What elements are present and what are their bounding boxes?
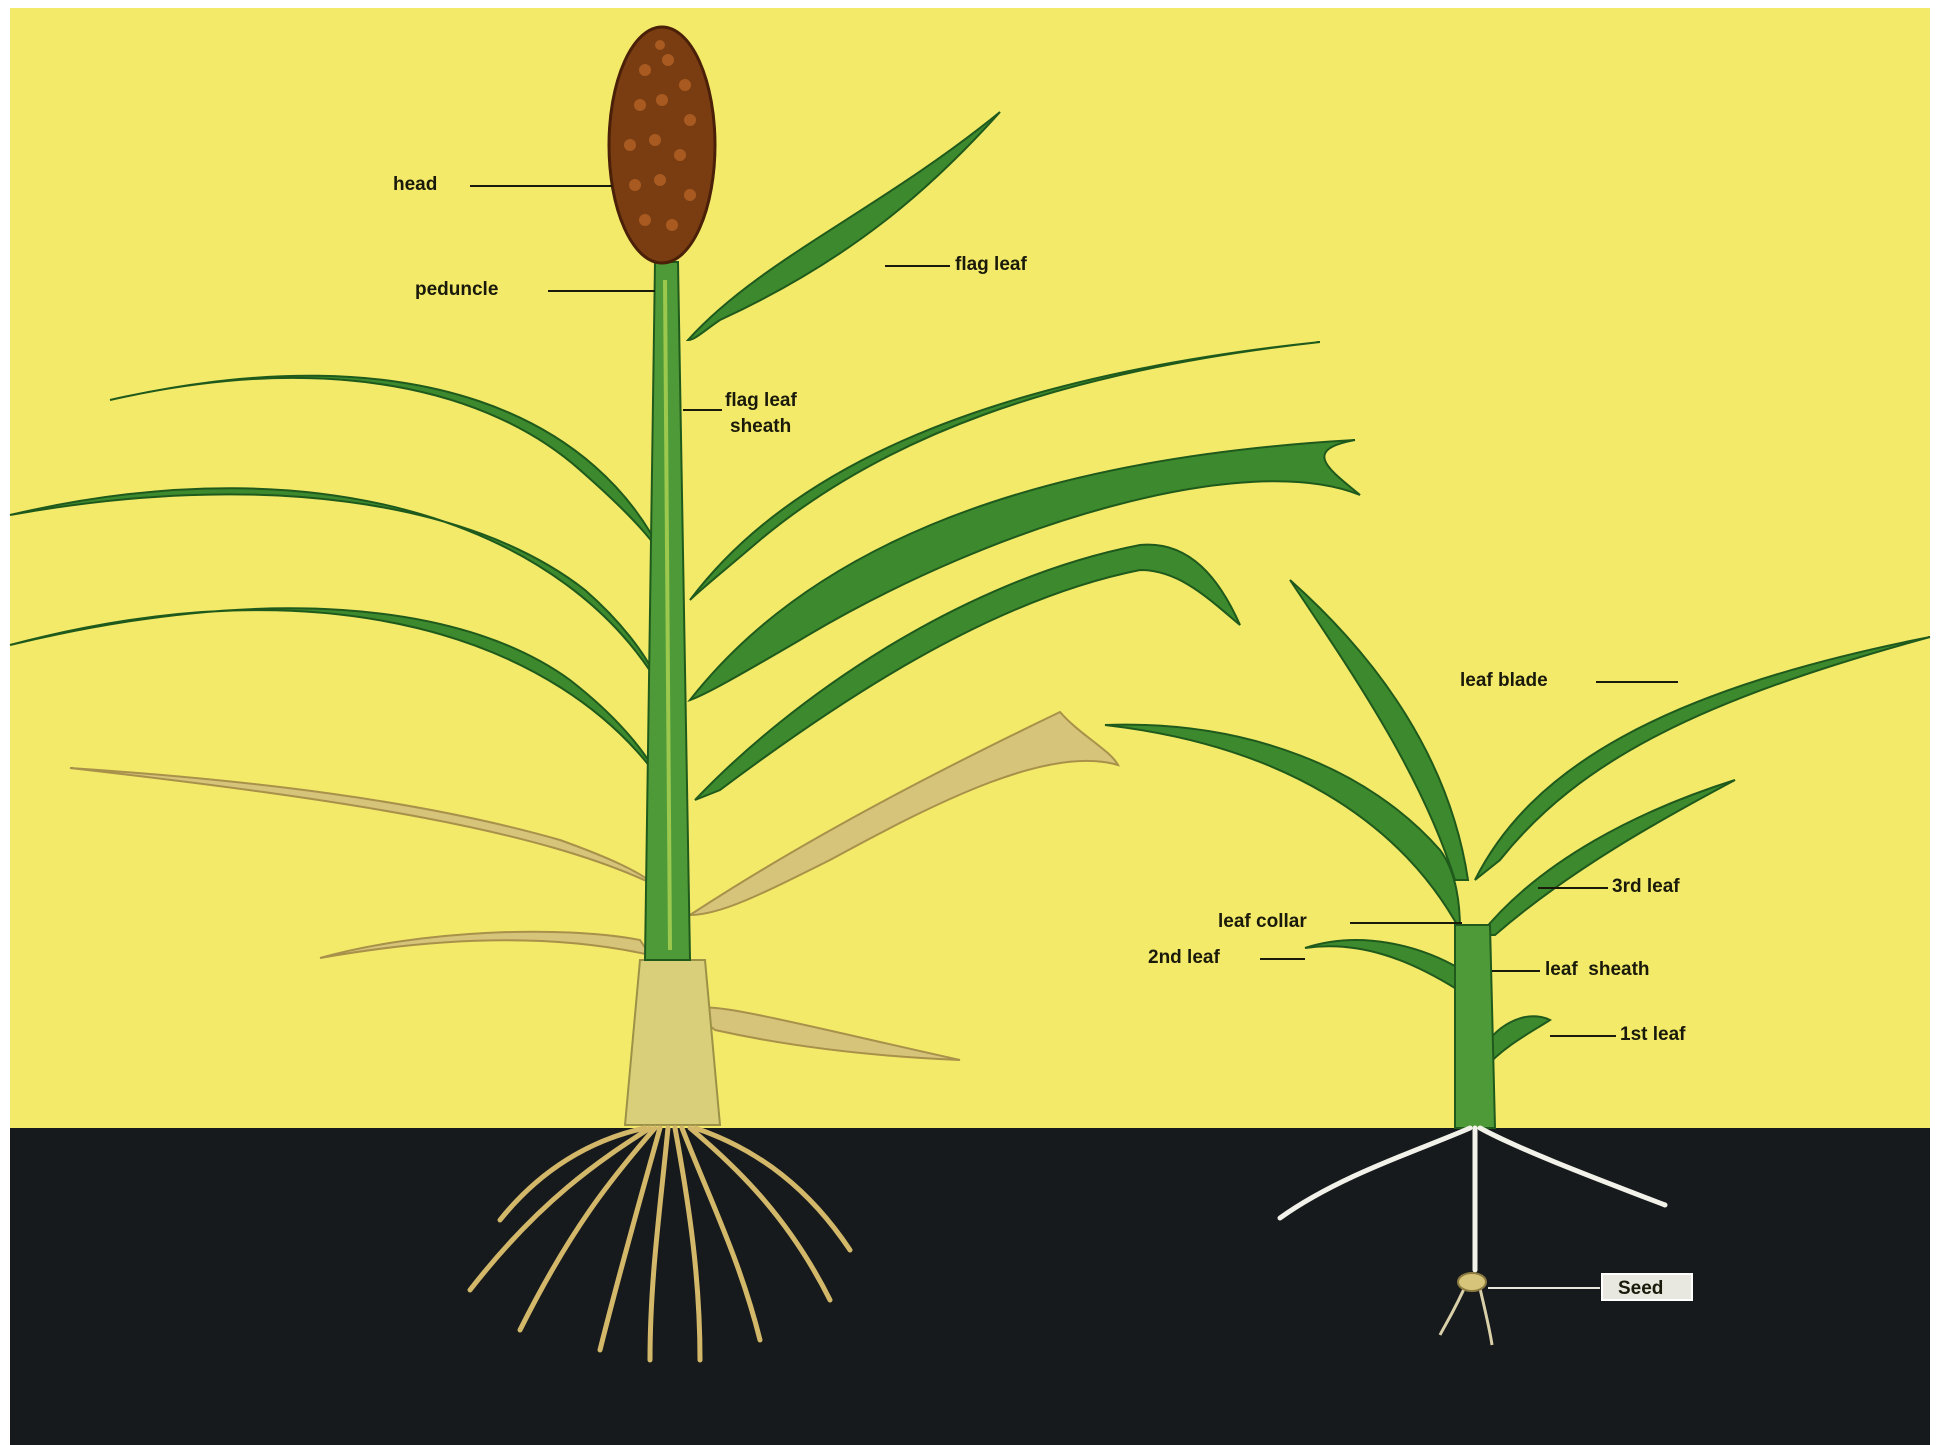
label-leaf-collar: leaf collar bbox=[1218, 911, 1307, 932]
label-head: head bbox=[393, 174, 437, 195]
label-seed: Seed bbox=[1618, 1278, 1663, 1299]
seedling-stem bbox=[1455, 925, 1495, 1128]
label-leaf-blade: leaf blade bbox=[1460, 670, 1548, 691]
label-flag-leaf-sheath-line1: flag leaf bbox=[725, 390, 797, 411]
label-2nd-leaf: 2nd leaf bbox=[1148, 947, 1220, 968]
label-peduncle: peduncle bbox=[415, 279, 498, 300]
label-flag-leaf-sheath-line2: sheath bbox=[730, 416, 791, 437]
label-flag-leaf: flag leaf bbox=[955, 254, 1027, 275]
label-3rd-leaf: 3rd leaf bbox=[1612, 876, 1680, 897]
seed bbox=[1458, 1273, 1486, 1291]
label-1st-leaf: 1st leaf bbox=[1620, 1024, 1686, 1045]
label-leaf-sheath: leaf sheath bbox=[1545, 959, 1650, 980]
lower-sheath bbox=[625, 960, 720, 1125]
